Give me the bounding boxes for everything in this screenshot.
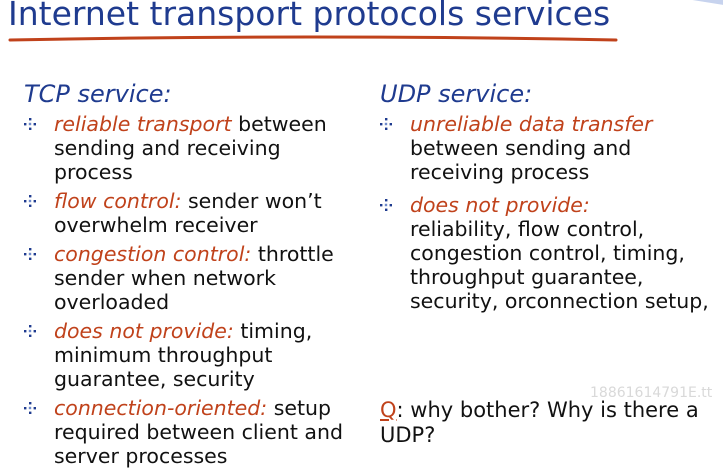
tcp-heading: TCP service: (24, 80, 172, 108)
diamond-bullet-icon (380, 199, 392, 211)
bullet-text: setup required between client and server… (54, 396, 343, 468)
bullet-highlight: reliable transport (54, 112, 232, 136)
page-title: Internet transport protocols services (8, 0, 611, 33)
bullet-text: timing, minimum throughput guarantee, se… (54, 319, 313, 391)
bullet-highlight: connection-oriented: (54, 396, 268, 420)
diamond-bullet-icon (24, 325, 36, 337)
list-item: connection-oriented: setup required betw… (24, 396, 364, 468)
list-item: flow control: sender won’t overwhelm rec… (24, 189, 364, 237)
question-text: : why bother? Why is there a UDP? (380, 398, 699, 447)
udp-heading: UDP service: (380, 80, 533, 108)
bullet-text: sender won’t overwhelm receiver (54, 189, 322, 237)
bullet-highlight: does not provide: (54, 319, 234, 343)
title-underline (8, 35, 618, 42)
tcp-column: TCP service: reliable transport between … (24, 80, 364, 473)
diamond-bullet-icon (380, 118, 392, 130)
list-item: reliable transport between sending and r… (24, 112, 364, 184)
list-item: congestion control: throttle sender when… (24, 242, 364, 314)
bullet-highlight: flow control: (54, 189, 182, 213)
diamond-bullet-icon (24, 248, 36, 260)
bullet-text: between sending and receiving process (54, 112, 327, 184)
diamond-bullet-icon (24, 118, 36, 130)
bullet-text: reliability, flow control, congestion co… (410, 217, 709, 313)
diamond-bullet-icon (24, 195, 36, 207)
corner-decoration (692, 0, 723, 5)
question-line: Q: why bother? Why is there a UDP? (380, 398, 710, 448)
bullet-highlight: unreliable data transfer (410, 112, 653, 136)
bullet-text: between sending and receiving process (410, 136, 632, 184)
tcp-bullet-list: reliable transport between sending and r… (24, 112, 364, 468)
list-item: does not provide:reliability, flow contr… (380, 193, 720, 313)
list-item: does not provide: timing, minimum throug… (24, 319, 364, 391)
bullet-highlight: congestion control: (54, 242, 252, 266)
bullet-highlight: does not provide: (410, 193, 590, 217)
diamond-bullet-icon (24, 402, 36, 414)
question-marker: Q (380, 398, 397, 422)
watermark: 18861614791E.tt (590, 385, 713, 401)
bullet-text: throttle sender when network overloaded (54, 242, 334, 314)
